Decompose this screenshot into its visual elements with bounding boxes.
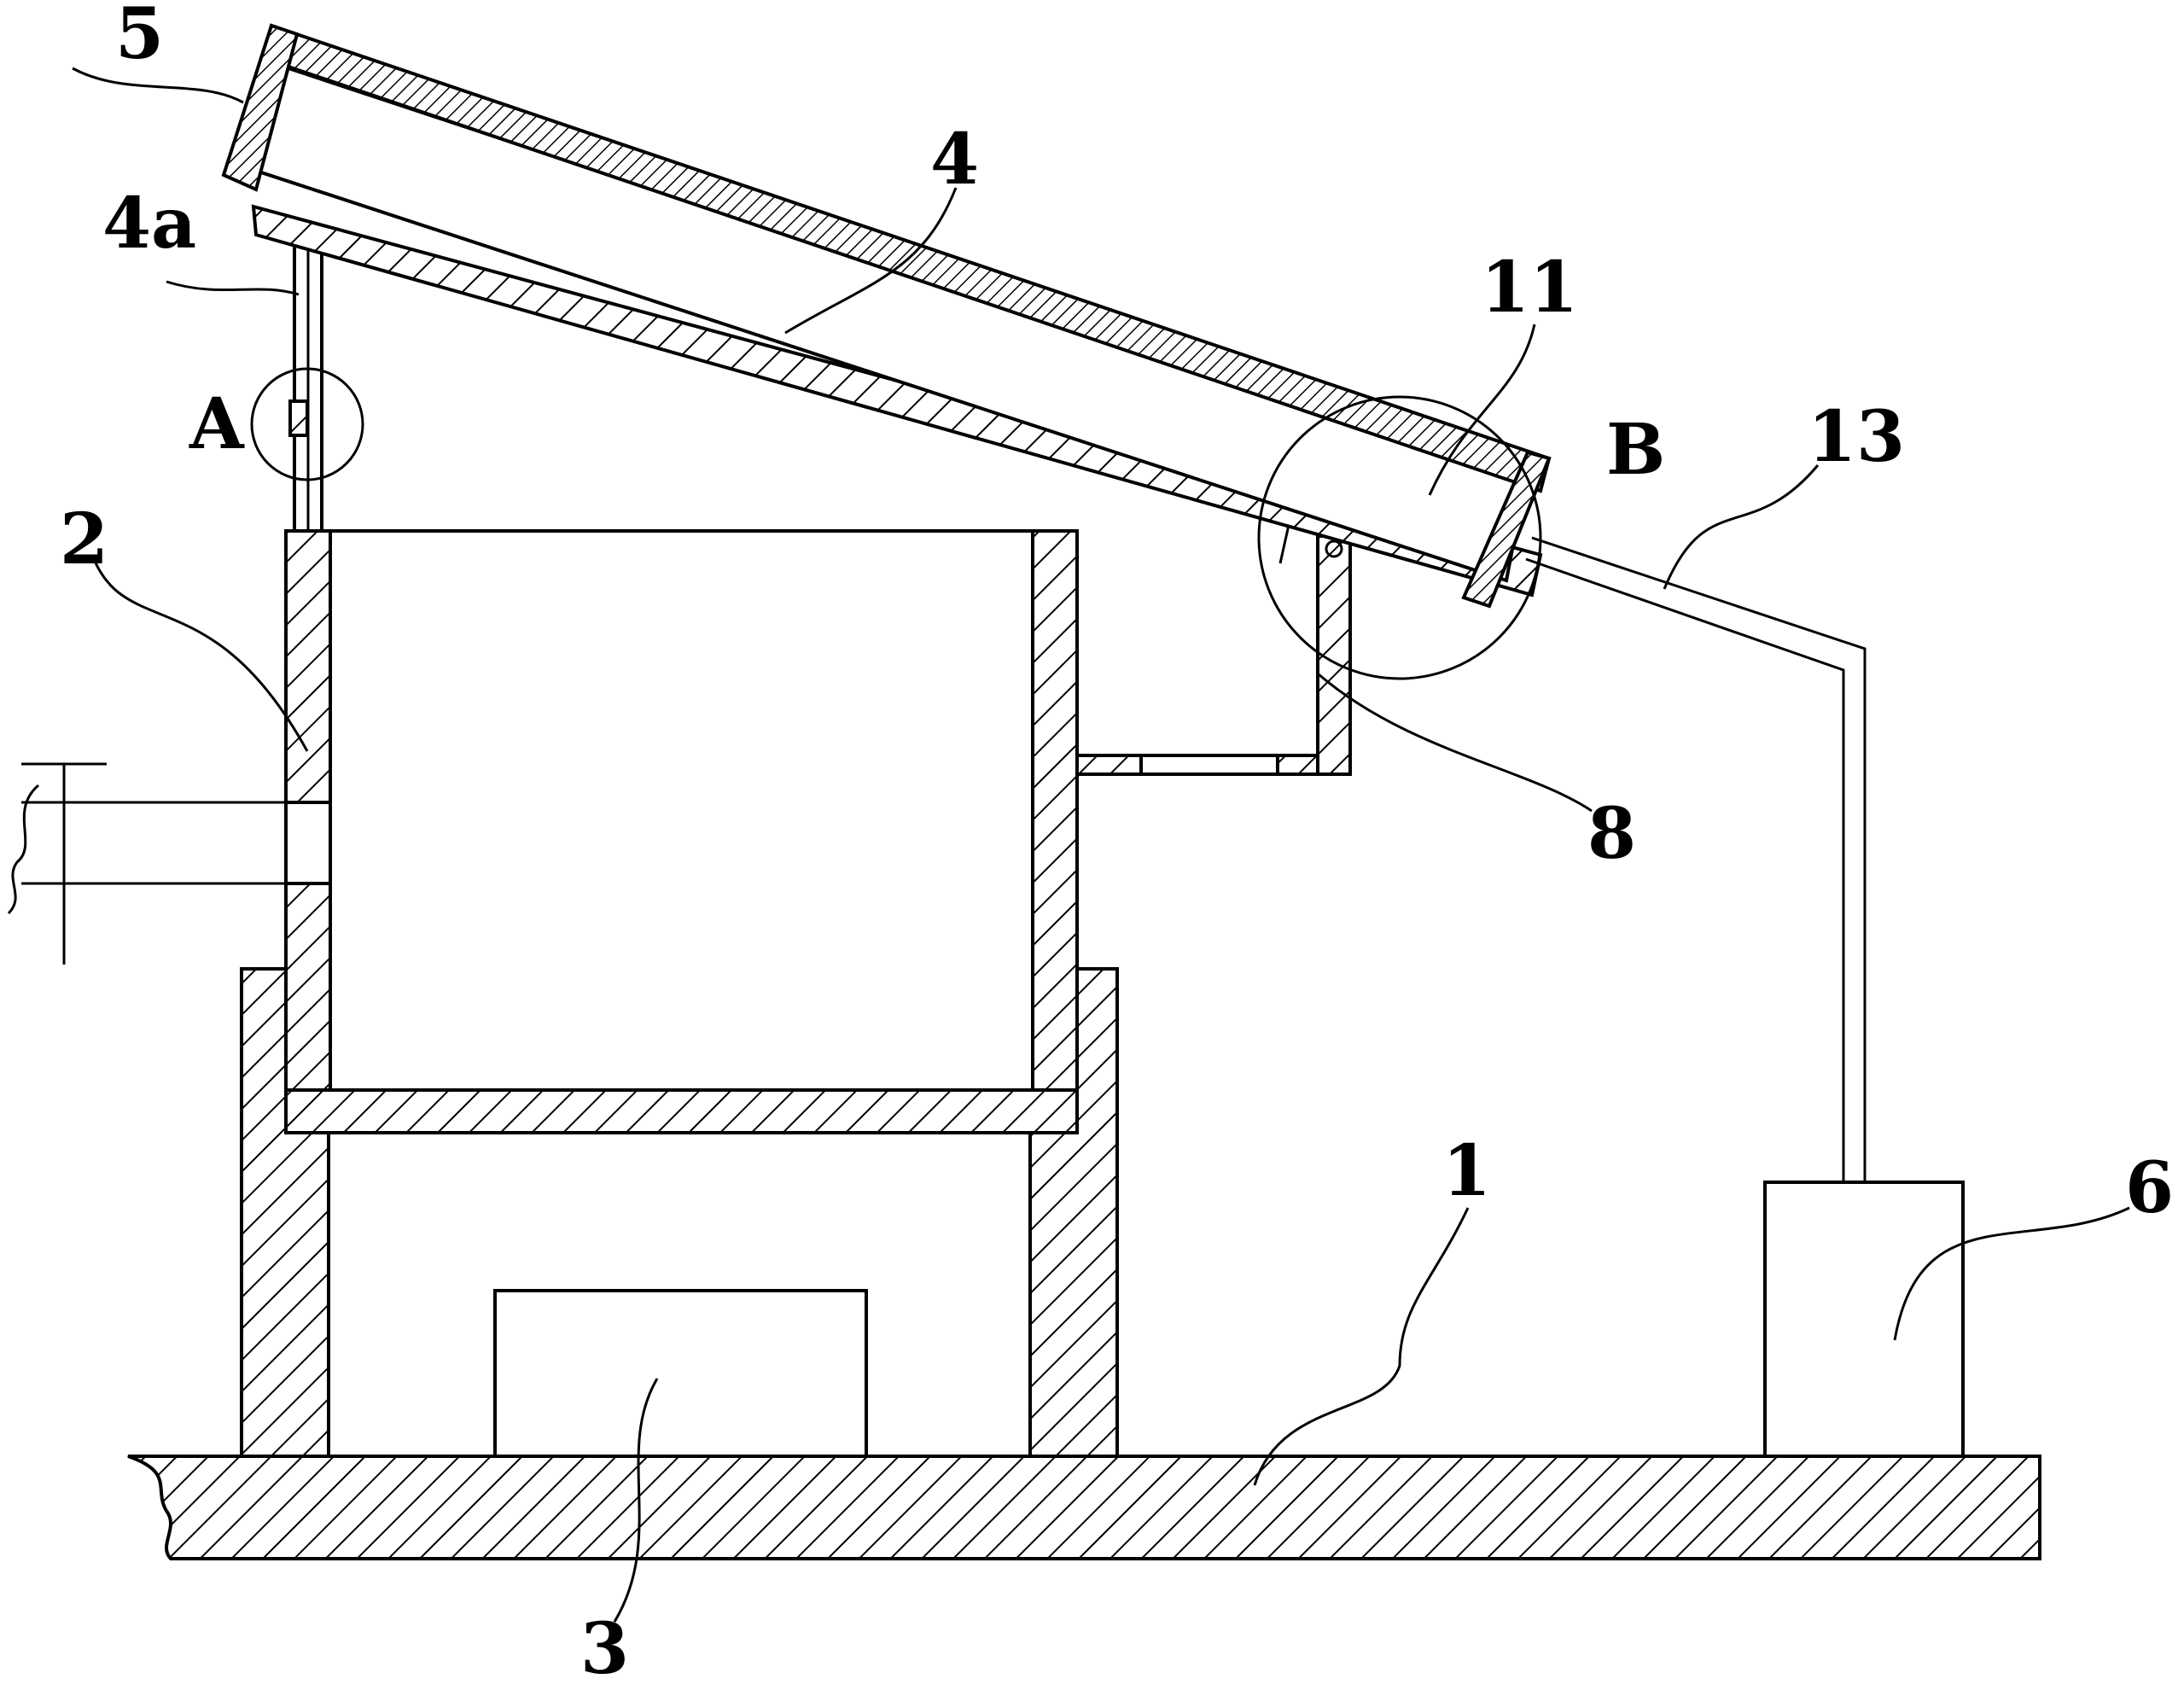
- label-cavity: 11: [1481, 247, 1578, 329]
- heater-block: [493, 1289, 868, 1458]
- base-plate: [127, 1455, 2041, 1560]
- label-detail-a: A: [189, 383, 245, 465]
- label-gutter: 8: [1587, 793, 1636, 875]
- water-tank: [1763, 1181, 1965, 1458]
- container: [284, 529, 1079, 1134]
- cavity-region: [1257, 395, 1542, 680]
- gutter: [1075, 534, 1352, 776]
- label-detail-b: B: [1606, 409, 1665, 491]
- label-heater: 3: [580, 1608, 629, 1685]
- label-pipe: 13: [1808, 396, 1905, 478]
- label-cover-rod: 4a: [102, 183, 196, 265]
- label-cover: 4: [930, 119, 979, 201]
- label-panel: 5: [115, 0, 164, 75]
- connecting-pipe: [1525, 536, 1867, 1182]
- panel-frame: [221, 23, 1552, 609]
- label-base: 1: [1442, 1130, 1491, 1212]
- leader-lines: [72, 67, 2130, 1623]
- label-container: 2: [60, 499, 108, 580]
- label-tank: 6: [2125, 1147, 2174, 1229]
- outlet-pipe: [7, 762, 332, 965]
- cover-rod: [250, 233, 364, 533]
